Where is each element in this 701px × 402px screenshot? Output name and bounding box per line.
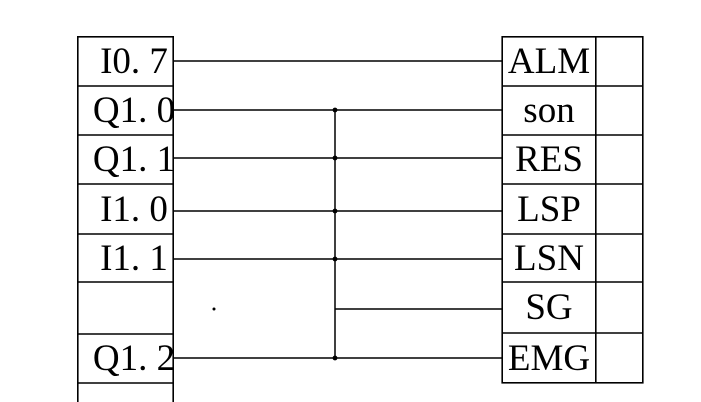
right-value-cell-alm [596, 36, 643, 86]
left-pin-q1-0: Q1. 0 [92, 90, 176, 131]
right-terminal-lsp: LSP [517, 188, 581, 230]
right-value-cell-emg [596, 333, 643, 383]
right-terminal-table [501, 35, 644, 384]
junction-dot-lsn [332, 256, 338, 262]
right-terminal-res: RES [515, 139, 583, 180]
right-terminal-emg: EMG [507, 337, 591, 379]
junction-dot-emg [332, 355, 338, 361]
left-terminal-table [77, 35, 175, 402]
left-pin-empty [77, 282, 173, 334]
left-pin-q1-2: Q1. 2 [92, 338, 176, 379]
left-pin-i1-0: I1. 0 [100, 188, 168, 230]
right-terminal-lsn: LSN [514, 237, 584, 279]
junction-dot-lsp [332, 208, 338, 214]
junction-dots [212, 107, 338, 361]
right-value-cell-lsp [596, 184, 643, 234]
right-value-cell-lsn [596, 234, 643, 282]
left-table-outline [77, 35, 175, 402]
left-pin-partial [77, 383, 173, 402]
stray-ink-dot [212, 307, 216, 311]
left-pin-i1-1: I1. 1 [100, 237, 168, 279]
right-terminal-sg: SG [525, 287, 573, 328]
junction-dot-res [332, 155, 338, 161]
connection-wires [173, 60, 503, 359]
right-value-cell-res [596, 135, 643, 184]
right-table-outline [501, 35, 644, 384]
right-terminal-son: son [523, 90, 575, 131]
junction-dot-son [332, 107, 338, 113]
right-terminal-alm: ALM [507, 40, 591, 82]
left-pin-i0-7: I0. 7 [100, 40, 168, 82]
right-value-cell-son [596, 86, 643, 135]
right-value-cell-sg [596, 282, 643, 333]
left-pin-q1-1: Q1. 1 [92, 139, 176, 180]
